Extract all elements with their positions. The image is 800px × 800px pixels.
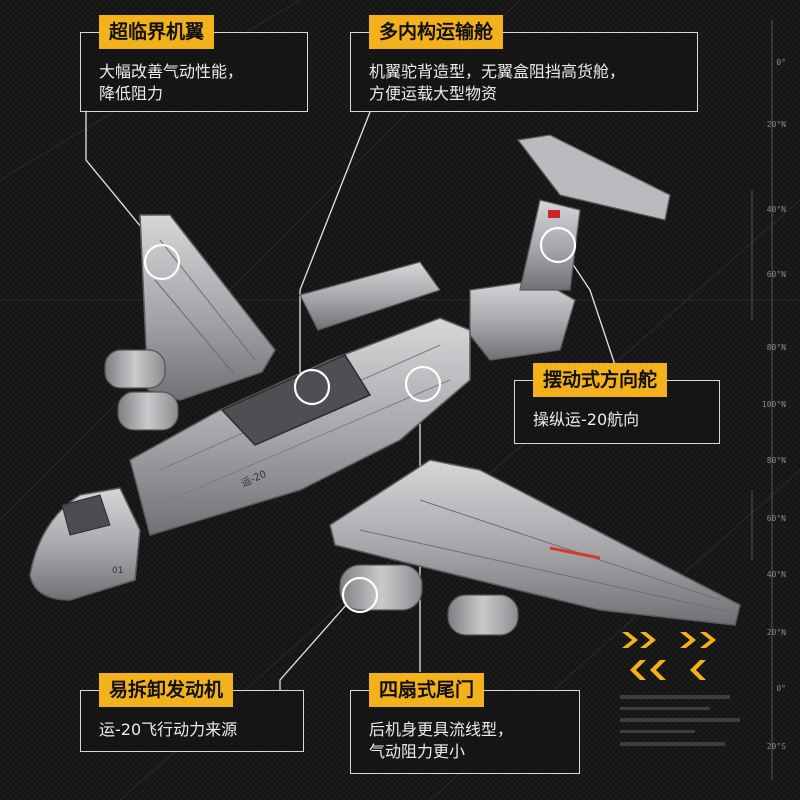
callout-wing-body: 大幅改善气动性能， 降低阻力 bbox=[99, 61, 243, 105]
tail-section bbox=[469, 279, 576, 361]
scale-label: 100°N bbox=[761, 400, 786, 409]
scale-ruler bbox=[751, 20, 773, 780]
scale-label: 20°N bbox=[766, 628, 786, 637]
decorative-bars bbox=[620, 695, 740, 746]
callout-rudder-title: 摆动式方向舵 bbox=[533, 363, 668, 397]
callout-wing-title: 超临界机翼 bbox=[99, 15, 215, 49]
fuselage-top-panel bbox=[299, 261, 441, 331]
scale-label: 60°N bbox=[766, 514, 786, 523]
callout-tailgate-line2: 气动阻力更小 bbox=[369, 742, 466, 761]
left-wing bbox=[139, 214, 276, 401]
scale-label: 20°N bbox=[766, 120, 786, 129]
horizontal-stabilizer bbox=[516, 134, 671, 221]
scale-label: 40°N bbox=[766, 570, 786, 579]
cockpit-window bbox=[61, 494, 111, 536]
scale-label: 60°N bbox=[766, 270, 786, 279]
callout-rudder-line1: 操纵运-20航向 bbox=[533, 410, 640, 429]
callout-cargo-body: 机翼驼背造型，无翼盒阻挡高货舱， 方便运载大型物资 bbox=[369, 61, 625, 105]
vertical-stabilizer bbox=[519, 199, 581, 291]
callout-tailgate-body: 后机身更具流线型， 气动阻力更小 bbox=[369, 719, 513, 763]
scale-label: 80°N bbox=[766, 343, 786, 352]
left-engine-upper bbox=[104, 349, 166, 389]
scale-label: 20°S bbox=[766, 742, 786, 751]
tailgate-highlight-marker bbox=[404, 365, 442, 403]
nose-cockpit bbox=[29, 487, 141, 601]
callout-engine-line1: 运-20飞行动力来源 bbox=[99, 720, 238, 739]
engine-highlight-marker bbox=[341, 576, 379, 614]
chevron-decoration bbox=[622, 632, 716, 680]
callout-cargo-title: 多内构运输舱 bbox=[369, 15, 504, 49]
wing-leader-line bbox=[85, 110, 161, 251]
callout-tailgate-line1: 后机身更具流线型， bbox=[369, 720, 514, 739]
nose-number: 01 bbox=[112, 566, 124, 576]
right-engine-outer bbox=[339, 564, 423, 611]
callout-wing: 超临界机翼 大幅改善气动性能， 降低阻力 bbox=[80, 15, 308, 112]
left-engine-lower bbox=[117, 391, 179, 431]
callout-tailgate-title: 四扇式尾门 bbox=[369, 673, 485, 707]
callout-rudder-body: 操纵运-20航向 bbox=[533, 409, 639, 431]
callout-tailgate: 四扇式尾门 后机身更具流线型， 气动阻力更小 bbox=[350, 673, 580, 774]
latitude-scale: 0° 20°N 40°N 60°N 80°N 100°N 80°N 60°N 4… bbox=[740, 0, 800, 800]
scale-label: 40°N bbox=[766, 205, 786, 214]
callout-engine-body: 运-20飞行动力来源 bbox=[99, 719, 237, 741]
right-wing bbox=[329, 459, 741, 626]
scale-label: 0° bbox=[776, 684, 786, 693]
callout-cargo: 多内构运输舱 机翼驼背造型，无翼盒阻挡高货舱， 方便运载大型物资 bbox=[350, 15, 698, 112]
callout-cargo-line1: 机翼驼背造型，无翼盒阻挡高货舱， bbox=[369, 62, 626, 81]
callout-engine-title: 易拆卸发动机 bbox=[99, 673, 234, 707]
rudder-highlight-marker bbox=[539, 226, 577, 264]
wing-red-stripe bbox=[549, 546, 601, 560]
open-cargo-bay bbox=[220, 354, 372, 446]
wing-highlight-marker bbox=[143, 243, 181, 281]
callout-wing-line2: 降低阻力 bbox=[99, 84, 164, 103]
callout-wing-line1: 大幅改善气动性能， bbox=[99, 62, 244, 81]
right-engine-inner bbox=[447, 594, 519, 636]
cargo-leader-line bbox=[299, 111, 371, 380]
scale-label: 80°N bbox=[766, 456, 786, 465]
engine-leader-line bbox=[279, 594, 356, 690]
callout-engine: 易拆卸发动机 运-20飞行动力来源 bbox=[80, 673, 304, 752]
callout-rudder: 摆动式方向舵 操纵运-20航向 bbox=[514, 363, 720, 444]
flag-marking bbox=[548, 210, 560, 218]
scale-label: 0° bbox=[776, 58, 786, 67]
cargo-highlight-marker bbox=[293, 368, 331, 406]
callout-cargo-line2: 方便运载大型物资 bbox=[369, 84, 498, 103]
